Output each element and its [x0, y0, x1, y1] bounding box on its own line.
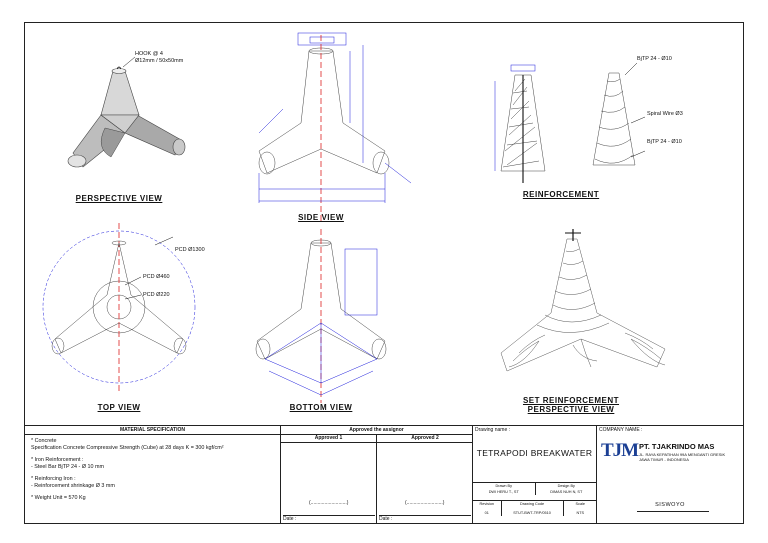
revision-value: 01: [484, 511, 489, 515]
drawing-code: STUT-BWT-TRP/0510: [513, 511, 551, 515]
company-address-1: JL. RAYA KEPATIHAN 99A MENGANTI GRESIK: [639, 452, 726, 457]
drawing-info-panel: Drawing name : TETRAPODI BREAKWATER Draw…: [473, 426, 597, 524]
set-reinforcement-drawing: [500, 229, 666, 372]
side-view-drawing: [258, 32, 412, 223]
scale-value: NTS: [576, 511, 585, 515]
scale-cell: Scale NTS: [564, 501, 597, 516]
company-panel: COMPANY NAME : TJM PT. TJAKRINDO MAS JL.…: [597, 426, 743, 524]
reinforcing-spec: - Reinforcement shrinkage Ø 3 mm: [31, 483, 115, 489]
design-by: DIMAS NUH N, ST: [550, 490, 583, 494]
pcd-1300-label: PCD Ø1300: [175, 247, 205, 253]
bottom-view-caption: BOTTOM VIEW: [289, 403, 353, 412]
top-view-caption: TOP VIEW: [97, 403, 141, 412]
concrete-title: * Concrete: [31, 438, 57, 444]
side-view-caption: SIDE VIEW: [298, 213, 344, 222]
iron-title: * Iron Reinforcement :: [31, 457, 84, 463]
company-address-2: JAWA TIMUR - INDONESIA: [639, 457, 689, 462]
perspective-tetrapod: [67, 56, 186, 168]
material-spec-panel: MATERIAL SPECIFICATION * Concrete Specif…: [25, 426, 281, 524]
drawing-sheet: HOOK @ 4 Ø12mm / 50x50mm PERSPECTIVE VIE…: [24, 22, 744, 524]
rebar-top-note: BjTP 24 - Ø10: [637, 56, 672, 62]
approval-panel: Approved the assignor Approved 1 (......…: [281, 426, 473, 524]
approval-1-label: Approved 1: [281, 434, 376, 443]
top-view-drawing: [42, 223, 196, 393]
pcd-460-label: PCD Ø460: [143, 274, 170, 280]
approval-2-label: Approved 2: [377, 434, 473, 443]
approval-1-date: Date :: [283, 515, 375, 522]
approval-1-box: Approved 1 (..........................) …: [281, 434, 377, 524]
drawing-canvas: [42, 32, 666, 403]
hook-note: HOOK @ 4: [135, 51, 163, 57]
title-block: MATERIAL SPECIFICATION * Concrete Specif…: [25, 425, 743, 524]
company-name: PT. TJAKRINDO MAS: [639, 442, 715, 451]
design-by-cell: Design By DIMAS NUH N, ST: [536, 483, 598, 495]
revision-cell: Revision 01: [473, 501, 502, 516]
perspective-view-caption: PERSPECTIVE VIEW: [75, 194, 163, 203]
reinforcing-title: * Reinforcing Iron :: [31, 476, 76, 482]
signature-line: [637, 511, 709, 512]
drawing-name-label: Drawing name :: [475, 427, 511, 433]
material-spec-header: MATERIAL SPECIFICATION: [25, 426, 280, 435]
company-label: COMPANY NAME :: [599, 427, 643, 433]
approval-2-date: Date :: [379, 515, 471, 522]
weight-unit: * Weight Unit = 570 Kg: [31, 495, 86, 501]
iron-spec: - Steel Bar BjTP 24 - Ø 10 mm: [31, 464, 104, 470]
drawing-code-cell: Drawing Code STUT-BWT-TRP/0510: [502, 501, 564, 516]
reinforcement-drawing: [494, 62, 646, 183]
drawn-by-cell: Drawn By DWI HERU T., ST: [473, 483, 536, 495]
rebar-bottom-note: BjTP 24 - Ø10: [647, 139, 682, 145]
reinforcement-caption: REINFORCEMENT: [522, 190, 600, 199]
spiral-wire-note: Spiral Wire Ø3: [647, 111, 683, 117]
drawn-by: DWI HERU T., ST: [488, 490, 519, 494]
concrete-spec: Specification Concrete Compressive Stren…: [31, 445, 224, 451]
set-reinforcement-caption: SET REINFORCEMENT: [522, 396, 620, 405]
bottom-view-drawing: [255, 229, 387, 403]
pcd-220-label: PCD Ø220: [143, 292, 170, 298]
hook-size-note: Ø12mm / 50x50mm: [135, 58, 184, 64]
drawing-name: TETRAPODI BREAKWATER: [476, 448, 593, 458]
set-reinforcement-perspective-caption: PERSPECTIVE VIEW: [527, 405, 615, 414]
company-logo: TJM: [601, 440, 639, 461]
approval-2-box: Approved 2 (..........................) …: [377, 434, 473, 524]
signer-name: SISWOYO: [655, 502, 685, 508]
